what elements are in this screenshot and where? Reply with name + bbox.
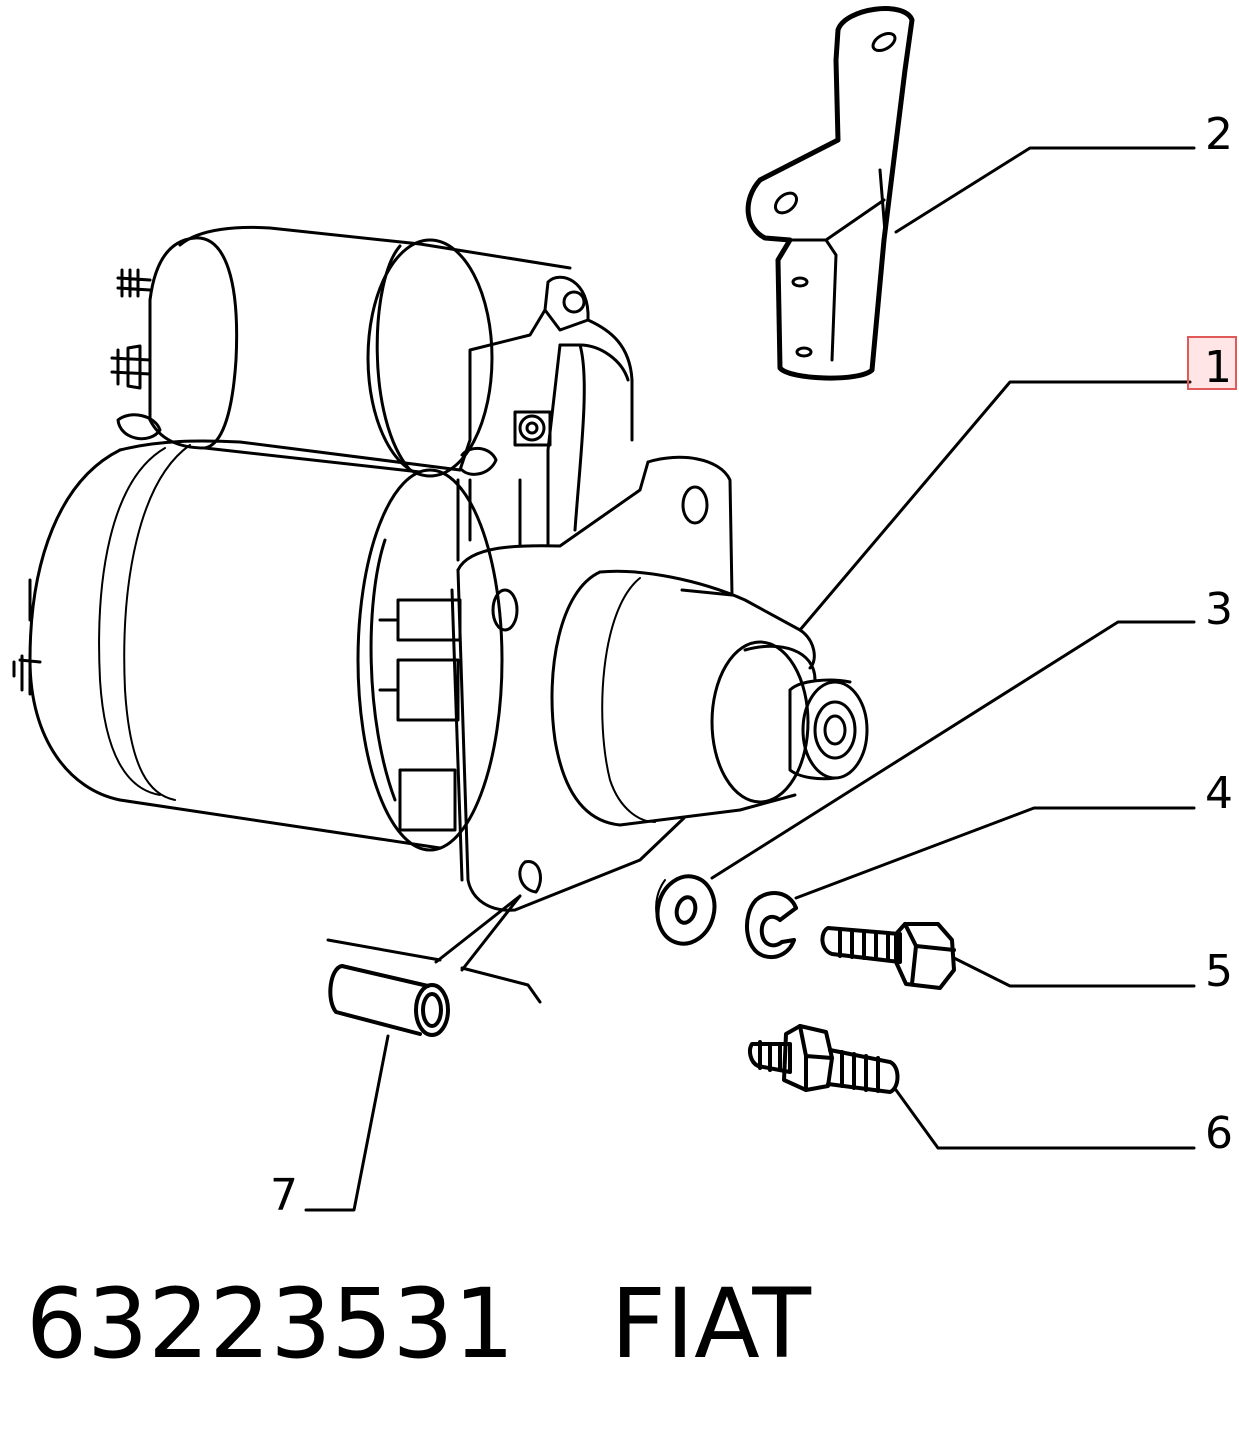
leader-1	[800, 382, 1190, 630]
flat-washer	[650, 870, 722, 950]
callout-7: 7	[270, 1170, 298, 1221]
leader-lines	[306, 148, 1194, 1210]
leader-5	[954, 958, 1194, 986]
callout-5: 5	[1205, 946, 1233, 997]
leader-4	[796, 808, 1194, 898]
leader-2	[896, 148, 1194, 232]
spring-washer	[747, 893, 796, 957]
hex-bolt	[822, 924, 954, 988]
leader-7	[306, 1036, 388, 1210]
leader-6	[896, 1090, 1194, 1148]
part-number: 63223531	[26, 1268, 515, 1380]
callout-4: 4	[1205, 768, 1233, 819]
brand-name: FIAT	[610, 1268, 812, 1380]
starter-motor	[14, 227, 867, 910]
leader-3	[712, 622, 1194, 878]
highlight-callout-1	[1187, 336, 1237, 390]
dowel-sleeve	[330, 966, 448, 1035]
leader-sleeve	[436, 896, 520, 970]
callout-2: 2	[1205, 109, 1233, 160]
callout-1: 1	[1204, 342, 1232, 393]
threaded-stud	[750, 1026, 898, 1092]
reference-lines	[328, 940, 540, 1002]
callout-6: 6	[1205, 1108, 1233, 1159]
mounting-bracket	[748, 9, 912, 379]
callout-3: 3	[1205, 584, 1233, 635]
